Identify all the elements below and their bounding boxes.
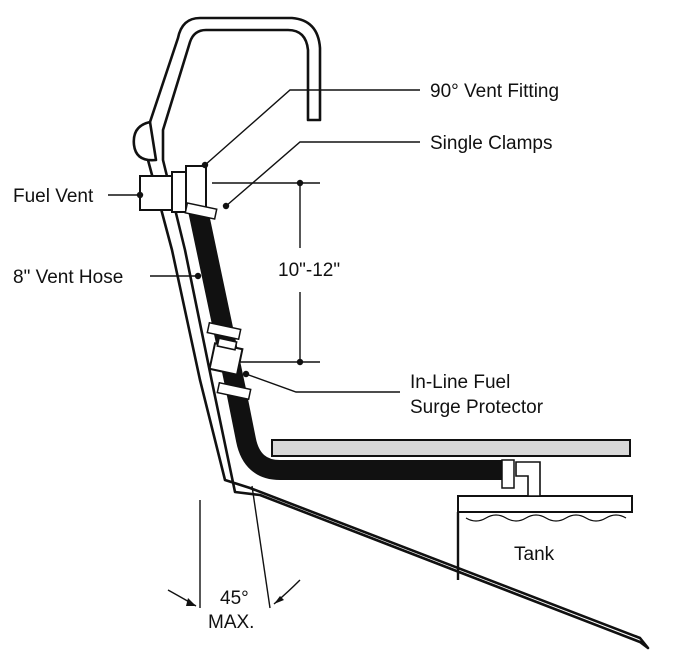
dimension-bracket — [212, 179, 320, 366]
label-vent-fitting: 90° Vent Fitting — [430, 81, 559, 102]
hose-clamp-middle — [206, 321, 242, 341]
angle-indicator — [167, 485, 301, 609]
label-surge-protector-line2: Surge Protector — [410, 397, 544, 418]
label-dimension: 10"-12" — [278, 260, 340, 281]
label-single-clamps: Single Clamps — [430, 133, 553, 154]
leader-surge-protector — [245, 373, 400, 393]
surge-protector — [208, 337, 244, 376]
leader-single-clamps — [225, 141, 420, 207]
tank — [456, 461, 633, 580]
label-angle: 45° — [220, 588, 249, 609]
label-fuel-vent: Fuel Vent — [13, 186, 94, 207]
label-surge-protector-line1: In-Line Fuel — [410, 372, 510, 393]
label-vent-hose: 8" Vent Hose — [13, 267, 123, 288]
rub-rail — [132, 120, 158, 162]
label-tank: Tank — [514, 544, 555, 565]
deck-plate — [271, 439, 631, 457]
leader-vent-fitting — [204, 89, 420, 166]
hose-clamp-top — [184, 202, 218, 220]
hose-clamp-tank — [501, 459, 515, 489]
hose-clamp-lower — [216, 381, 252, 401]
vent-hose — [188, 207, 510, 480]
label-angle-max: MAX. — [208, 612, 254, 633]
hull-outline — [146, 16, 650, 650]
